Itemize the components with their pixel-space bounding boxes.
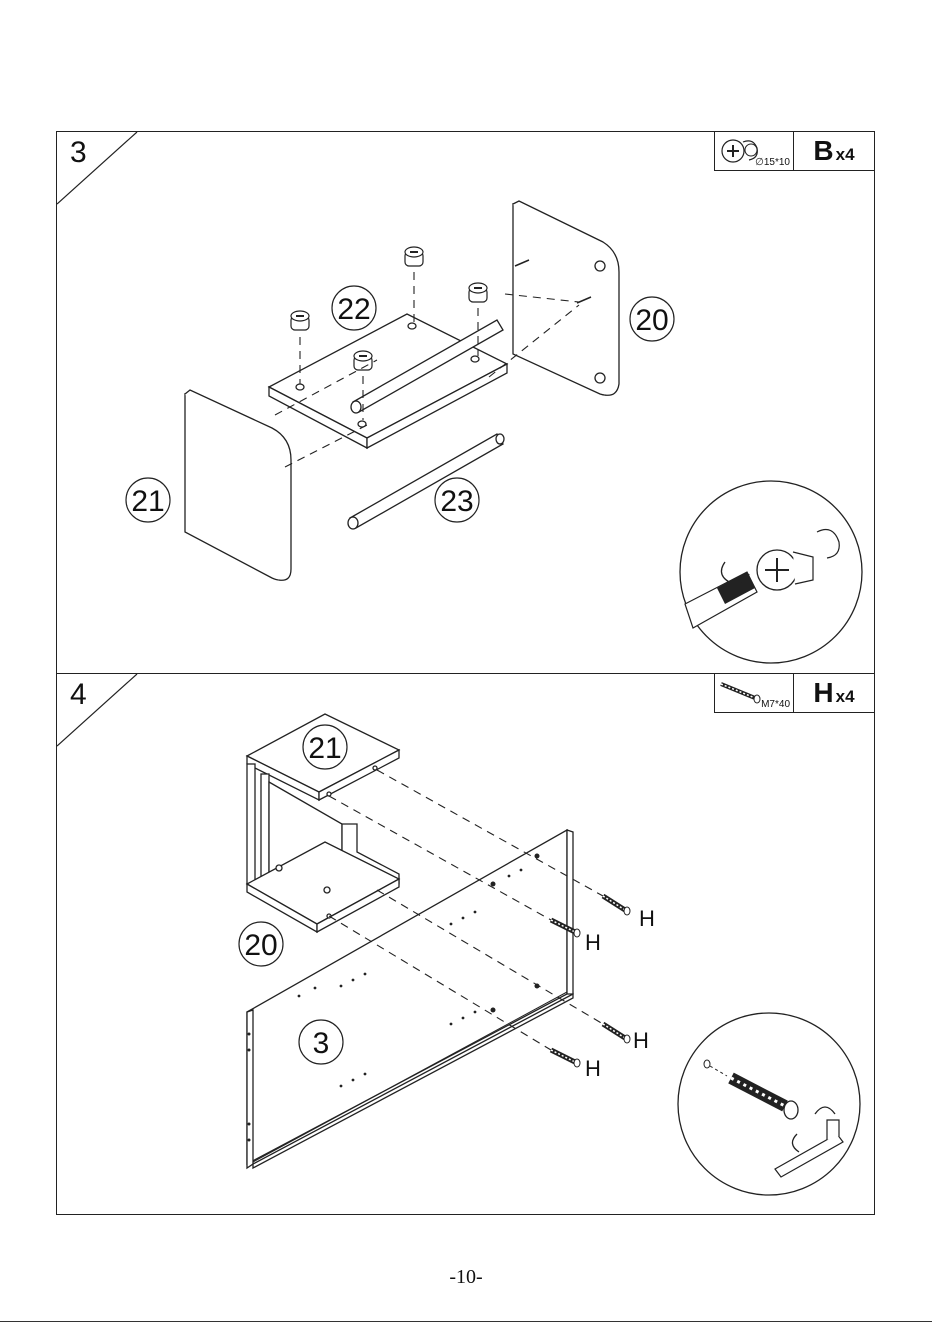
svg-text:3: 3 [313, 1027, 330, 1060]
side-panel-21-drawing [185, 390, 291, 580]
step-3-drawing: 22 20 21 23 [57, 132, 873, 672]
part-label-21: 21 [126, 478, 170, 522]
svg-text:21: 21 [131, 485, 164, 518]
page-number: -10- [0, 1266, 932, 1289]
svg-text:22: 22 [337, 293, 370, 326]
svg-text:20: 20 [244, 929, 277, 962]
screw-detail-inset [678, 1013, 860, 1195]
screw-label-h: H [585, 1056, 601, 1081]
part-label-22: 22 [332, 286, 376, 330]
step-4-panel: 4 M7*40 H x4 [56, 673, 875, 1215]
svg-text:21: 21 [308, 732, 341, 765]
bottom-rule [0, 1321, 932, 1322]
svg-text:23: 23 [440, 485, 473, 518]
step-3-panel: 3 ∅15*10 B x4 [56, 131, 875, 674]
screw-label-h: H [639, 906, 655, 931]
step-4-drawing: H H H H 21 20 3 [57, 674, 873, 1214]
part-label-23: 23 [435, 478, 479, 522]
svg-text:20: 20 [635, 304, 668, 337]
cam-lock-detail-inset [680, 481, 862, 663]
side-panel-20-drawing [513, 201, 619, 395]
screw-label-h: H [633, 1028, 649, 1053]
part-label-21: 21 [303, 725, 347, 769]
rod-23-drawing [348, 434, 504, 529]
part-label-20: 20 [239, 922, 283, 966]
part-label-20: 20 [630, 297, 674, 341]
screw-label-h: H [585, 930, 601, 955]
